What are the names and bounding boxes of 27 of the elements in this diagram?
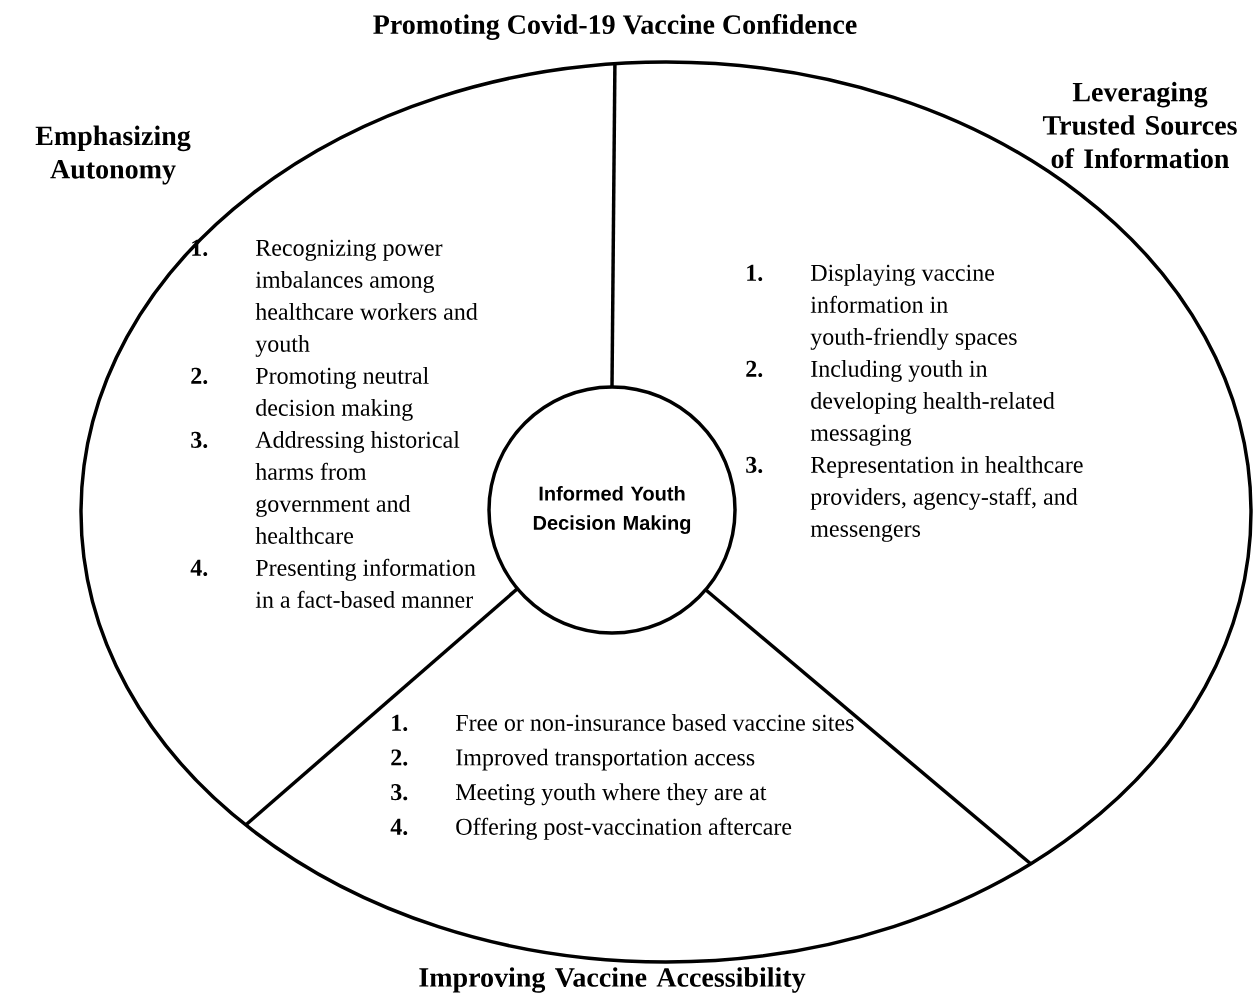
node-label: 3. [746, 456, 763, 473]
node-label: Meeting youth where they are at [455, 783, 767, 806]
node-label: Improved transportation access [456, 748, 755, 771]
node-label: 1. [747, 264, 763, 282]
node-label: 2. [391, 749, 408, 766]
node-label: Addressing historical harms from government and healthcare [255, 431, 460, 544]
sector-heading: Emphasizing Autonomy [35, 125, 191, 185]
node-label: Recognizing power imbalances among healthcare workers and youth [255, 239, 478, 357]
node-label: Displaying vaccine information in youth-friendly spaces [810, 264, 1017, 350]
node-label: 3. [191, 431, 208, 448]
node-label: 4. [190, 559, 208, 576]
node-label: Presenting information in a fact-based manner [255, 558, 476, 608]
node-label: 2. [746, 360, 763, 377]
numbered-list: 1. Displaying vaccine information in youth-friendly spaces 2. Including youth in developing health-related messaging 3. Representation in healthcare providers, agency-staff, and messengers [746, 264, 1083, 542]
title: Promoting Covid-19 Vaccine Confidence [373, 14, 857, 40]
node-label: Offering post-vaccination aftercare [456, 817, 792, 840]
node-label: 2. [191, 367, 208, 384]
node-label: Representation in healthcare providers, agency-staff, and messengers [810, 456, 1083, 542]
node-label: 1. [392, 714, 408, 731]
sector-heading: Leveraging Trusted Sources of Information [1042, 81, 1237, 169]
node-label: Including youth in developing health-related messaging [810, 360, 1055, 446]
node-label: 4. [390, 818, 408, 835]
sector-heading: Improving Vaccine Accessibility [419, 967, 806, 993]
node-label: 3. [391, 784, 408, 801]
numbered-list: 1. Free or non-insurance based vaccine sites 2. Improved transportation access 3. Meeting youth where they are at 4. Offering post-vaccination aftercare [390, 714, 854, 840]
node-label: Free or non-insurance based vaccine sites [455, 714, 854, 731]
node-label: Promoting neutral decision making [255, 367, 429, 421]
